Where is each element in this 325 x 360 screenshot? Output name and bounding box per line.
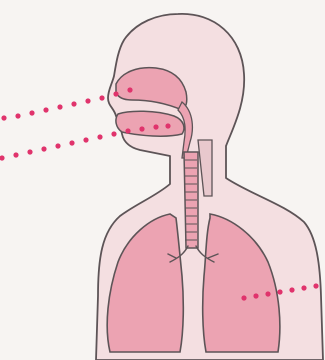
respiratory-system-diagram	[0, 0, 325, 360]
